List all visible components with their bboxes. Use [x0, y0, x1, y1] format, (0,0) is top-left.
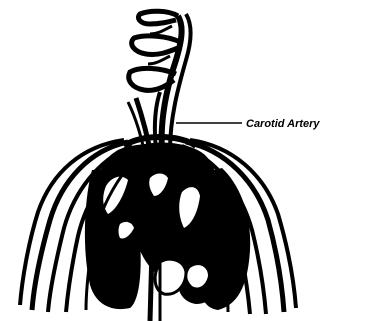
head-vessel-loops: [129, 11, 180, 90]
carotid-artery-label: Carotid Artery: [246, 118, 320, 130]
